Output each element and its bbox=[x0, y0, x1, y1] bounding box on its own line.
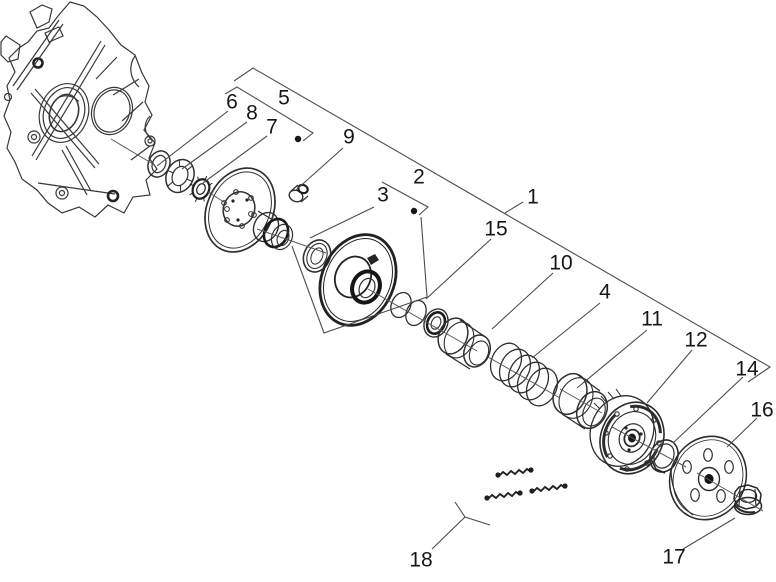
spring-guide-bushing-art bbox=[437, 317, 491, 370]
callout-2-leader-1 bbox=[420, 216, 428, 298]
callout-16-leader-0 bbox=[726, 417, 758, 448]
callout-6-leader-0 bbox=[156, 110, 229, 167]
callout-18-leader-1 bbox=[454, 501, 491, 526]
callout-17-leader-0 bbox=[682, 517, 736, 550]
crankcase-art bbox=[0, 1, 158, 218]
callout-15-label: 15 bbox=[484, 218, 507, 241]
callout-1-leader-1 bbox=[504, 201, 524, 214]
callout-5-label: 5 bbox=[278, 87, 290, 110]
callout-17-label: 17 bbox=[662, 546, 685, 569]
callout-6-label: 6 bbox=[226, 91, 238, 114]
callout-14-leader-0 bbox=[672, 376, 744, 444]
retainer-cup-art bbox=[552, 372, 609, 430]
axis-lines-layer bbox=[110, 138, 764, 512]
callout-10-leader-0 bbox=[491, 272, 554, 330]
callout-2-leader-0 bbox=[381, 181, 429, 216]
callout-14-label: 14 bbox=[735, 358, 759, 381]
callout-12-leader-0 bbox=[646, 349, 693, 404]
callout-12-label: 12 bbox=[684, 329, 707, 352]
callout-3-leader-0 bbox=[309, 206, 375, 239]
axis-line-2 bbox=[256, 228, 327, 254]
clutch-bell-art bbox=[668, 435, 748, 521]
axis-line-4 bbox=[487, 356, 561, 399]
o-rings-art bbox=[390, 291, 427, 327]
group-bracket-0 bbox=[291, 245, 428, 334]
callout-10-label: 10 bbox=[549, 252, 572, 275]
callout-9-leader-0 bbox=[295, 147, 344, 191]
spacer-art bbox=[189, 176, 213, 202]
callout-11-leader-0 bbox=[576, 329, 648, 389]
fixed-pulley-art bbox=[204, 167, 294, 253]
callout-11-label: 11 bbox=[641, 308, 663, 331]
roller-pin-art bbox=[288, 183, 309, 203]
axis-line-7 bbox=[696, 472, 764, 512]
callout-7-label: 7 bbox=[266, 116, 278, 139]
callout-18-label: 18 bbox=[409, 549, 432, 572]
callout-4-label: 4 bbox=[599, 281, 611, 304]
movable-pulley-art bbox=[318, 233, 398, 327]
callout-8-label: 8 bbox=[246, 102, 258, 125]
group-bracket-layer bbox=[291, 245, 428, 334]
axis-line-5 bbox=[559, 388, 603, 414]
callout-1-leader-0 bbox=[233, 67, 772, 383]
callout-5-dot bbox=[294, 135, 302, 143]
callout-3-label: 3 bbox=[377, 184, 389, 207]
callout-2-label: 2 bbox=[413, 166, 425, 189]
callout-18-leader-0 bbox=[431, 516, 466, 550]
seal-ring-art bbox=[302, 239, 332, 273]
axis-line-1 bbox=[207, 191, 225, 203]
callout-2-dot bbox=[410, 207, 418, 215]
axis-line-6 bbox=[611, 426, 687, 468]
hex-nut-art bbox=[733, 484, 763, 516]
callout-16-label: 16 bbox=[750, 399, 773, 422]
callout-4-leader-0 bbox=[531, 302, 601, 359]
callout-8-leader-0 bbox=[181, 121, 248, 170]
callout-7-leader-0 bbox=[202, 135, 268, 184]
callout-1-label: 1 bbox=[527, 186, 539, 209]
coil-spring-art bbox=[489, 342, 559, 407]
axis-line-3 bbox=[367, 288, 478, 352]
callout-15-leader-0 bbox=[425, 238, 492, 300]
callout-5-leader-0 bbox=[224, 86, 314, 142]
clutch-springs-art bbox=[484, 467, 568, 501]
small-bearing-art bbox=[423, 308, 449, 338]
axis-line-0 bbox=[110, 138, 154, 165]
callout-9-label: 9 bbox=[343, 126, 355, 149]
